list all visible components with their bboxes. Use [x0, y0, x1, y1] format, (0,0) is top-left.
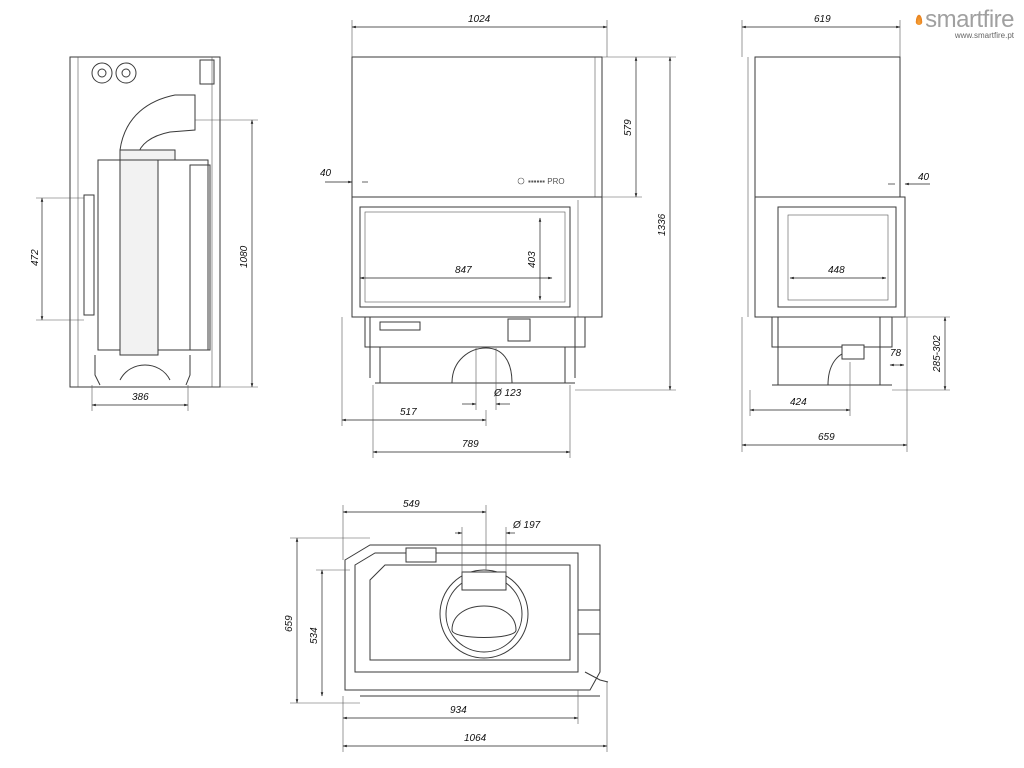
- dim-top-d197: Ø 197: [512, 520, 541, 531]
- dim-right-448: 448: [828, 265, 845, 276]
- brand-name: smartfire: [915, 6, 1015, 34]
- brand-name-part1: smart: [925, 6, 983, 33]
- dim-front-789: 789: [462, 439, 479, 450]
- dim-top-1064: 1064: [464, 733, 487, 744]
- dim-left-386: 386: [132, 392, 149, 403]
- dim-front-40: 40: [320, 168, 332, 179]
- dim-front-517: 517: [400, 407, 417, 418]
- dim-top-934: 934: [450, 705, 467, 716]
- dim-left-472: 472: [30, 249, 41, 266]
- flame-icon: [915, 13, 924, 25]
- dim-front-1336: 1336: [657, 213, 668, 236]
- dim-front-847: 847: [455, 265, 472, 276]
- dim-right-40: 40: [918, 172, 930, 183]
- dim-right-285-302: 285-302: [932, 335, 943, 373]
- flue-collar-outer: [439, 569, 529, 659]
- fan-icon-2: [115, 62, 137, 84]
- brand-logo: smartfire www.smartfire.pt: [915, 6, 1015, 40]
- front-view: ▪▪▪▪▪▪ PRO 1024 579 1336: [320, 14, 676, 458]
- dim-top-549: 549: [403, 499, 420, 510]
- dim-left-1080: 1080: [239, 245, 250, 268]
- dim-right-619: 619: [814, 14, 831, 25]
- brand-name-part2: fire: [982, 6, 1015, 33]
- dim-right-659: 659: [818, 432, 835, 443]
- top-view: 549 Ø 197 659 534 934 1064: [284, 499, 609, 752]
- right-side-view: 619 40 448 78 285-302 424 659: [741, 14, 950, 452]
- front-brand-logo: ▪▪▪▪▪▪ PRO: [528, 177, 565, 186]
- dim-right-78: 78: [890, 348, 902, 359]
- left-side-view: 472 1080 386: [30, 56, 258, 411]
- dim-top-534: 534: [309, 627, 320, 644]
- dim-front-579: 579: [623, 119, 634, 136]
- dim-right-424: 424: [790, 397, 807, 408]
- dim-top-659: 659: [284, 615, 295, 632]
- dim-front-d123: Ø 123: [493, 388, 522, 399]
- brand-url: www.smartfire.pt: [954, 31, 1014, 40]
- dim-front-1024: 1024: [468, 14, 491, 25]
- fan-icon: [91, 62, 113, 84]
- dim-front-403: 403: [527, 251, 538, 268]
